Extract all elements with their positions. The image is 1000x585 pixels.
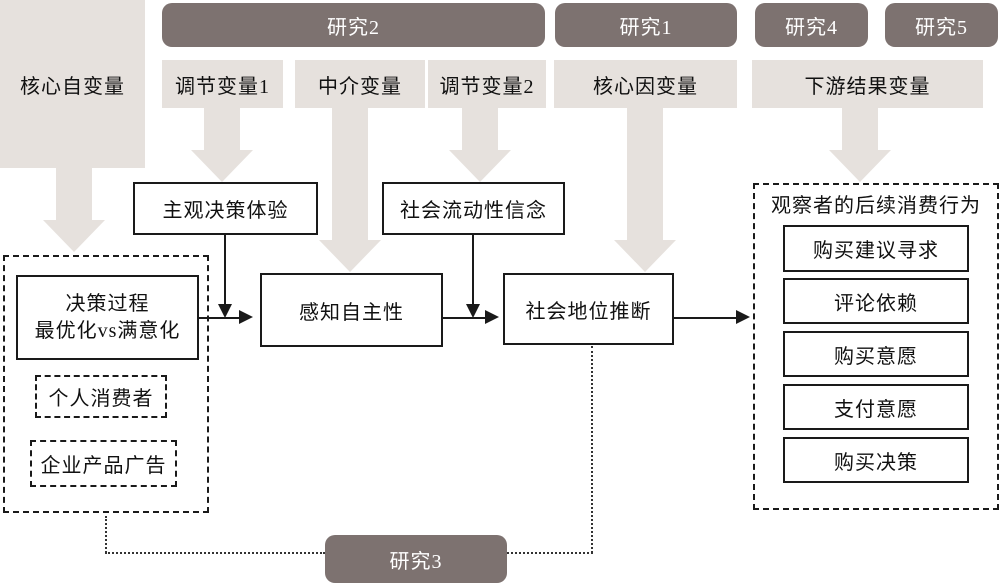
study2-label: 研究2 xyxy=(327,16,380,39)
core-dv-box: 核心因变量 xyxy=(554,60,737,108)
block-arrow-moderator2-shaft xyxy=(462,108,498,150)
study4-bar: 研究4 xyxy=(755,3,868,47)
block-arrow-core-dv-shaft xyxy=(627,108,663,240)
study1-bar: 研究1 xyxy=(555,3,737,47)
dotted-right-vertical xyxy=(591,346,593,553)
observer-behavior-header: 观察者的后续消费行为 xyxy=(771,194,981,217)
study5-bar: 研究5 xyxy=(885,3,998,47)
arrowhead-subjective-experience xyxy=(218,304,232,318)
decision-process-line1: 决策过程 xyxy=(65,292,150,315)
block-arrow-core-iv-shaft xyxy=(56,168,92,220)
arrowhead-into-autonomy xyxy=(239,310,253,324)
subjective-experience-label: 主观决策体验 xyxy=(162,200,289,222)
moderator1-box: 调节变量1 xyxy=(162,60,283,108)
outcome-box-review-reliance: 评论依赖 xyxy=(783,278,969,324)
study5-label: 研究5 xyxy=(915,16,968,39)
study2-bar: 研究2 xyxy=(162,3,545,47)
block-arrow-core-dv-head xyxy=(614,240,676,272)
moderator2-box: 调节变量2 xyxy=(428,60,546,108)
corporate-ad-box: 企业产品广告 xyxy=(30,440,177,487)
block-arrow-moderator2-head xyxy=(449,150,511,182)
core-dv-label: 核心因变量 xyxy=(593,75,698,98)
study1-label: 研究1 xyxy=(619,16,673,39)
core-iv-box: 核心自变量 xyxy=(0,0,145,168)
line-subjective-experience-down xyxy=(224,235,226,305)
moderator2-label: 调节变量2 xyxy=(439,75,535,98)
mediator-label: 中介变量 xyxy=(318,75,402,98)
arrowhead-into-status xyxy=(485,310,499,324)
mediator-box: 中介变量 xyxy=(295,60,425,108)
status-inference-label: 社会地位推断 xyxy=(525,300,652,323)
observer-dashed-container xyxy=(753,183,999,510)
block-arrow-core-iv-head xyxy=(43,220,105,252)
block-arrow-mediator-shaft xyxy=(332,108,368,240)
individual-consumer-label: 个人消费者 xyxy=(48,388,154,410)
dotted-left-vertical xyxy=(105,516,107,553)
outcome-box-willingness-to-pay: 支付意愿 xyxy=(783,384,969,430)
moderator1-label: 调节变量1 xyxy=(175,75,270,98)
outcome-box-purchase-intention: 购买意愿 xyxy=(783,331,969,377)
line-mobility-belief-down xyxy=(472,235,474,305)
downstream-box: 下游结果变量 xyxy=(752,60,983,108)
outcome-box-advice-seeking: 购买建议寻求 xyxy=(783,225,969,272)
core-iv-label: 核心自变量 xyxy=(20,75,125,98)
study4-label: 研究4 xyxy=(785,16,838,39)
downstream-label: 下游结果变量 xyxy=(804,75,931,98)
status-inference-box: 社会地位推断 xyxy=(503,273,674,345)
study3-bar: 研究3 xyxy=(325,535,507,583)
mobility-belief-label: 社会流动性信念 xyxy=(400,200,547,222)
dotted-left-horizontal xyxy=(105,552,325,554)
corporate-ad-label: 企业产品广告 xyxy=(40,455,167,477)
outcome-box-purchase-decision: 购买决策 xyxy=(783,437,969,483)
line-decision-to-autonomy xyxy=(199,317,239,319)
study3-label: 研究3 xyxy=(389,550,443,573)
arrowhead-mobility-belief xyxy=(466,304,480,318)
line-status-to-observer xyxy=(674,317,736,319)
dotted-right-horizontal xyxy=(507,552,593,554)
block-arrow-mediator-head xyxy=(319,240,381,272)
mobility-belief-box: 社会流动性信念 xyxy=(382,182,565,235)
block-arrow-downstream-shaft xyxy=(842,108,878,150)
perceived-autonomy-box: 感知自主性 xyxy=(260,273,443,347)
line-autonomy-to-status xyxy=(443,317,485,319)
block-arrow-downstream-head xyxy=(829,150,891,182)
block-arrow-moderator1-shaft xyxy=(204,108,240,150)
decision-process-box: 决策过程 最优化vs满意化 xyxy=(16,275,199,360)
arrowhead-into-observer xyxy=(736,310,750,324)
subjective-experience-box: 主观决策体验 xyxy=(133,182,318,235)
iv-dashed-container xyxy=(3,255,209,513)
block-arrow-moderator1-head xyxy=(191,150,253,182)
individual-consumer-box: 个人消费者 xyxy=(35,375,167,418)
perceived-autonomy-label: 感知自主性 xyxy=(299,301,404,324)
decision-process-line2: 最优化vs满意化 xyxy=(34,319,181,342)
